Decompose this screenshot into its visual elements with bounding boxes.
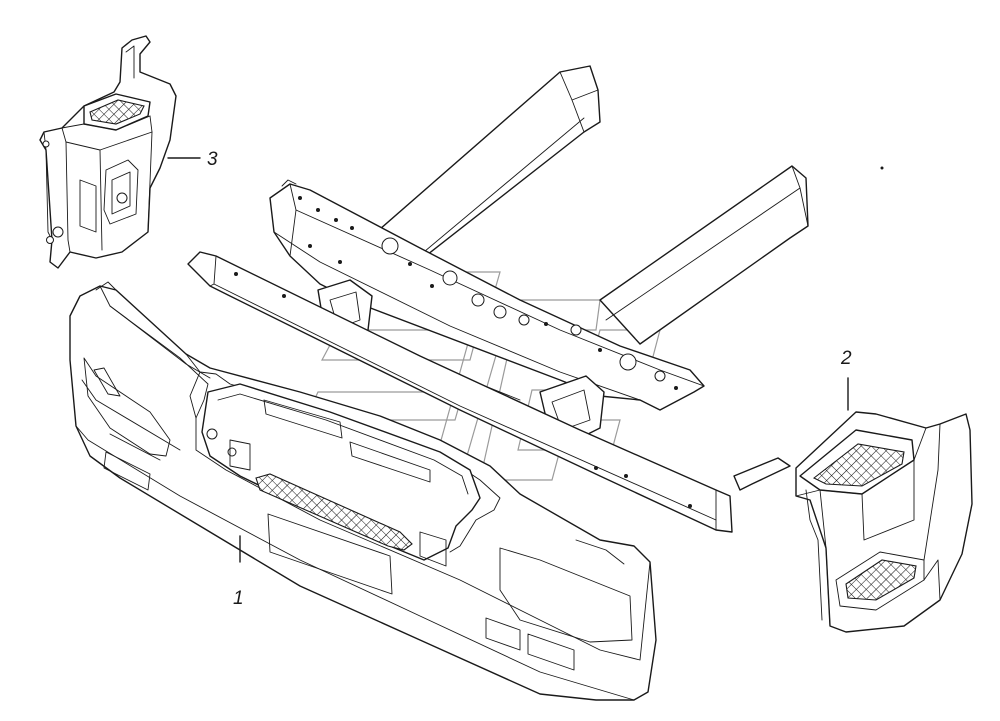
bumper-beam xyxy=(187,251,733,533)
left-step-assembly xyxy=(39,35,177,269)
frame-rails xyxy=(371,65,809,345)
callout-1: 1 xyxy=(233,588,244,609)
right-step-assembly xyxy=(733,411,973,633)
stray-dot xyxy=(880,166,884,170)
callout-2: 2 xyxy=(840,348,852,369)
callout-3: 3 xyxy=(207,149,218,170)
front-bumper-assembly xyxy=(69,281,657,701)
